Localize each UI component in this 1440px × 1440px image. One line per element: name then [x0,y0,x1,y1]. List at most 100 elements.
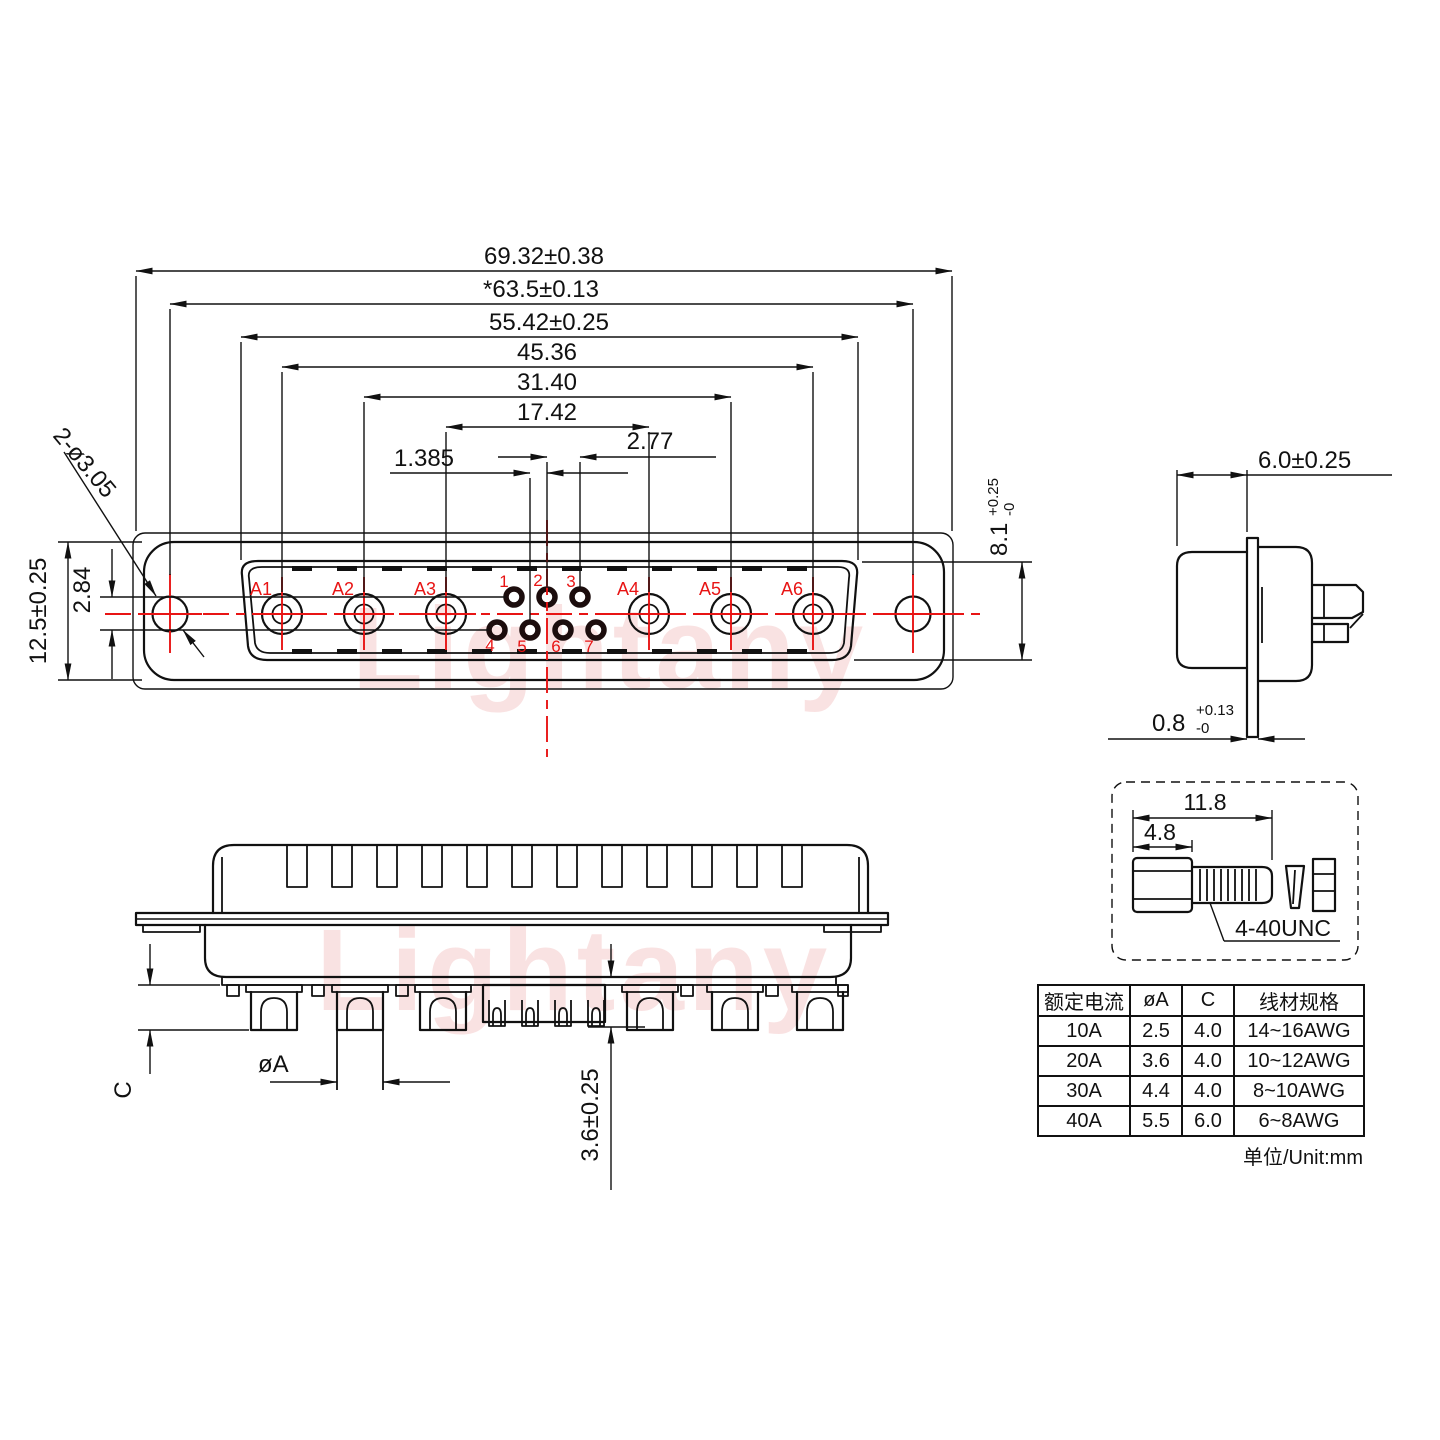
screw-detail: 11.8 4.8 4-40UNC [1111,781,1359,961]
contact-label-a5: A5 [699,579,721,599]
side-terminals [1310,583,1365,644]
extension-lines [58,276,1032,681]
cell-wire: 14~16AWG [1233,1015,1365,1047]
pin-label-7: 7 [584,637,593,656]
dim-a2-a5: 31.40 [517,369,577,396]
contact-label-a2: A2 [332,579,354,599]
dim-pin-offset: 1.385 [394,445,454,472]
pin-label-1: 1 [499,572,508,591]
rear-body [203,923,853,979]
dim-shroud-depth: 6.0±0.25 [1258,447,1351,474]
contact-labels: A1 A2 A3 A4 A5 A6 [250,579,803,599]
contact-label-a4: A4 [617,579,639,599]
contact-label-a3: A3 [414,579,436,599]
cell-wire: 8~10AWG [1233,1075,1365,1107]
watermark: Lightany Lightany [316,583,867,1035]
shroud-outer [240,559,859,662]
cell-current: 30A [1037,1075,1131,1107]
signal-pins [486,586,607,641]
cell-current: 10A [1037,1015,1131,1047]
spec-table-header-row: 额定电流 øA C 线材规格 [1037,984,1365,1017]
table-row: 30A 4.4 4.0 8~10AWG [1037,1075,1365,1107]
spec-header-dia: øA [1129,984,1183,1017]
dim-screw-head: 4.8 [1144,819,1176,845]
table-row: 10A 2.5 4.0 14~16AWG [1037,1015,1365,1047]
dim-tail-length: 3.6±0.25 [577,1068,604,1161]
screw-head [1131,856,1194,914]
side-view: 6.0±0.25 0.8 +0.13 -0 [1108,447,1392,743]
cell-current: 40A [1037,1105,1131,1137]
signal-cup-block [481,983,607,1027]
cell-wire: 10~12AWG [1233,1045,1365,1077]
table-row: 40A 5.5 6.0 6~8AWG [1037,1105,1365,1137]
screw-thread-label: 4-40UNC [1235,915,1331,941]
cell-wire: 6~8AWG [1233,1105,1365,1137]
pin-label-4: 4 [485,636,494,655]
dim-screw-total: 11.8 [1183,789,1226,815]
cell-c: 4.0 [1181,1045,1235,1077]
dim-shroud-height-tol-up: +0.25 [985,478,1002,516]
rear-view: C øA 3.6±0.25 [110,843,890,1190]
cell-dia: 3.6 [1129,1045,1183,1077]
dim-pin-pitch: 2.77 [627,428,674,455]
pin-label-5: 5 [517,637,526,656]
cup-caps [226,984,849,997]
dim-shroud-height: 8.1 +0.25 -0 [985,478,1018,556]
dimension-lines [63,267,1026,681]
side-flange [1245,536,1260,739]
dim-shroud-width: 55.42±0.25 [489,309,609,336]
side-shroud [1175,550,1249,670]
rear-slots [286,844,803,888]
dim-flange-thickness-tol-up: +0.13 [1196,702,1234,719]
cell-dia: 2.5 [1129,1015,1183,1047]
cell-current: 20A [1037,1045,1131,1077]
flange [142,540,946,682]
side-body [1256,545,1314,683]
shroud-serrations [292,566,807,654]
unit-note: 单位/Unit:mm [1243,1147,1363,1169]
pin-labels: 1 2 3 4 5 6 7 [485,571,593,656]
cell-c: 4.0 [1181,1015,1235,1047]
screw-shaft [1190,865,1274,905]
screw-washer-wedge [1284,864,1306,910]
dim-shroud-height-value: 8.1 [986,523,1013,556]
dim-flange-thickness: 0.8 +0.13 -0 [1152,702,1234,737]
contact-label-a1: A1 [250,579,272,599]
pin-label-6: 6 [551,637,560,656]
screw-detail-box [1111,781,1359,961]
front-view: A1 A2 A3 A4 A5 A6 1 2 3 4 5 6 7 [25,243,1032,757]
dim-cup-length: C [110,1081,137,1098]
dim-row-gap: 2.84 [69,567,96,614]
pin-label-3: 3 [566,572,575,591]
cell-c: 6.0 [1181,1105,1235,1137]
contact-label-a6: A6 [781,579,803,599]
dim-flange-height: 12.5±0.25 [25,558,52,665]
screw-clip [1311,857,1337,913]
cell-c: 4.0 [1181,1075,1235,1107]
rear-flange-tab-left [142,924,201,933]
cell-dia: 4.4 [1129,1075,1183,1107]
dim-a3-a4: 17.42 [517,399,577,426]
pin-label-2: 2 [533,571,542,590]
rear-flange-tab-right [823,924,882,933]
dim-flange-thickness-value: 0.8 [1152,710,1185,737]
spec-header-wire: 线材规格 [1233,984,1365,1017]
screw-threads [1199,869,1257,901]
spec-header-current: 额定电流 [1037,984,1131,1017]
spec-header-c: C [1181,984,1235,1017]
dim-shroud-height-tol-dn: -0 [1001,503,1018,516]
rear-shell [211,843,870,915]
shroud-inner [247,566,851,654]
dim-cup-diameter: øA [258,1051,289,1078]
table-row: 20A 3.6 4.0 10~12AWG [1037,1045,1365,1077]
dim-flange-thickness-tol-dn: -0 [1196,720,1209,737]
cell-dia: 5.5 [1129,1105,1183,1137]
dim-mount-holes: 2-ø3.05 [47,423,121,504]
watermark-text-front: Lightany [352,583,867,713]
dim-mount-span: *63.5±0.13 [483,276,599,303]
spec-table: 额定电流 øA C 线材规格 10A 2.5 4.0 14~16AWG 20A … [1037,984,1365,1137]
flange-outer-edge [132,532,954,690]
dim-overall-width: 69.32±0.38 [484,243,604,270]
